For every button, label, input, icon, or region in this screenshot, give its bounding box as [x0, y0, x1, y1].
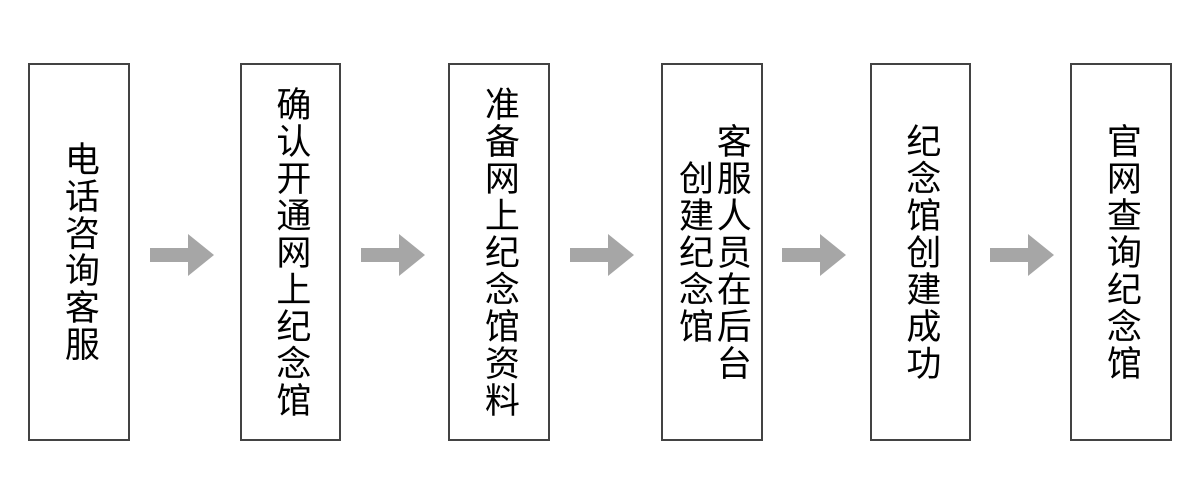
right-arrow-icon — [150, 231, 214, 279]
flow-node-label: 电话咨询客服 — [59, 141, 99, 363]
flow-node-step-4: 客服人员在后台创建纪念馆 — [661, 63, 763, 441]
flow-node-label: 准备网上纪念馆资料 — [479, 85, 519, 419]
flow-node-step-2: 确认开通网上纪念馆 — [240, 63, 341, 441]
right-arrow-icon — [361, 231, 425, 279]
right-arrow-icon — [570, 231, 634, 279]
flow-node-label: 客服人员在后台创建纪念馆 — [674, 122, 751, 382]
flow-node-step-1: 电话咨询客服 — [28, 63, 130, 441]
right-arrow-icon — [990, 231, 1054, 279]
flow-node-label: 确认开通网上纪念馆 — [271, 85, 311, 419]
flow-node-step-3: 准备网上纪念馆资料 — [448, 63, 550, 441]
flow-node-label: 纪念馆创建成功 — [901, 122, 941, 382]
right-arrow-icon — [782, 231, 846, 279]
flow-node-step-6: 官网查询纪念馆 — [1070, 63, 1172, 441]
flow-node-label: 官网查询纪念馆 — [1101, 122, 1141, 382]
flow-node-step-5: 纪念馆创建成功 — [870, 63, 971, 441]
